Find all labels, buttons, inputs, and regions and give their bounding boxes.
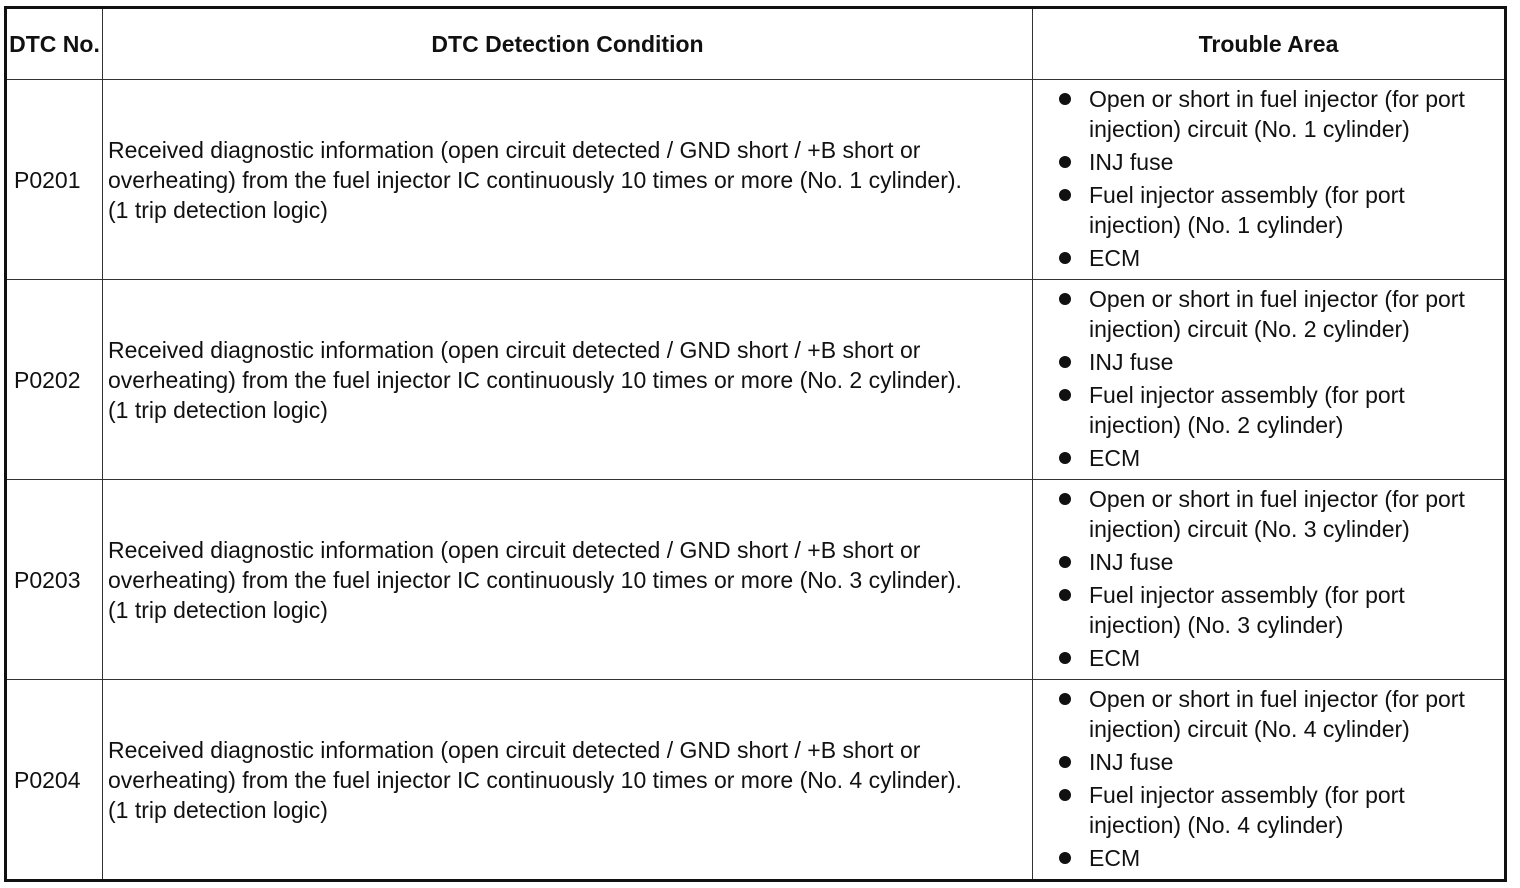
trouble-area-text: INJ fuse bbox=[1089, 549, 1174, 575]
detection-condition-cell: Received diagnostic information (open ci… bbox=[102, 279, 1033, 480]
detection-condition-cell: Received diagnostic information (open ci… bbox=[102, 479, 1033, 680]
trouble-area-text: ECM bbox=[1089, 445, 1141, 471]
dtc-table: DTC No. DTC Detection Condition Trouble … bbox=[4, 6, 1507, 882]
dtc-code: P0202 bbox=[5, 279, 103, 480]
trouble-area-item: ECM bbox=[1055, 643, 1500, 673]
trouble-area-text: Open or short in fuel injector (for port… bbox=[1089, 286, 1465, 342]
header-row: DTC No. DTC Detection Condition Trouble … bbox=[5, 7, 1506, 80]
bullet-icon bbox=[1059, 93, 1071, 105]
detection-condition-cell: Received diagnostic information (open ci… bbox=[102, 79, 1033, 280]
trouble-area-text: Open or short in fuel injector (for port… bbox=[1089, 486, 1465, 542]
bullet-icon bbox=[1059, 252, 1071, 264]
bullet-icon bbox=[1059, 452, 1071, 464]
trouble-area-item: ECM bbox=[1055, 843, 1500, 873]
trouble-area-text: ECM bbox=[1089, 245, 1141, 271]
bullet-icon bbox=[1059, 356, 1071, 368]
trouble-area-item: Fuel injector assembly (for port injecti… bbox=[1055, 180, 1500, 240]
trouble-area-text: ECM bbox=[1089, 845, 1141, 871]
trouble-area-item: ECM bbox=[1055, 443, 1500, 473]
trouble-area-item: INJ fuse bbox=[1055, 747, 1500, 777]
trouble-area-text: ECM bbox=[1089, 645, 1141, 671]
header-trouble-area: Trouble Area bbox=[1032, 7, 1506, 80]
trouble-area-text: Fuel injector assembly (for port injecti… bbox=[1089, 182, 1405, 238]
table-header: DTC No. DTC Detection Condition Trouble … bbox=[5, 7, 1506, 80]
trouble-area-list: Open or short in fuel injector (for port… bbox=[1055, 284, 1500, 473]
trouble-area-item: Open or short in fuel injector (for port… bbox=[1055, 684, 1500, 744]
bullet-icon bbox=[1059, 156, 1071, 168]
bullet-icon bbox=[1059, 756, 1071, 768]
trouble-area-text: INJ fuse bbox=[1089, 749, 1174, 775]
dtc-code: P0203 bbox=[5, 479, 103, 680]
trouble-area-text: INJ fuse bbox=[1089, 349, 1174, 375]
bullet-icon bbox=[1059, 789, 1071, 801]
detection-condition-text: (1 trip detection logic) bbox=[108, 796, 328, 823]
trouble-area-text: Open or short in fuel injector (for port… bbox=[1089, 86, 1465, 142]
trouble-area-text: Fuel injector assembly (for port injecti… bbox=[1089, 382, 1405, 438]
trouble-area-item: INJ fuse bbox=[1055, 347, 1500, 377]
trouble-area-item: Fuel injector assembly (for port injecti… bbox=[1055, 580, 1500, 640]
dtc-code: P0201 bbox=[5, 79, 103, 280]
detection-condition-text: Received diagnostic information (open ci… bbox=[108, 736, 962, 793]
bullet-icon bbox=[1059, 493, 1071, 505]
detection-condition-text: Received diagnostic information (open ci… bbox=[108, 536, 962, 593]
trouble-area-item: ECM bbox=[1055, 243, 1500, 273]
trouble-area-text: Fuel injector assembly (for port injecti… bbox=[1089, 782, 1405, 838]
trouble-area-item: Fuel injector assembly (for port injecti… bbox=[1055, 780, 1500, 840]
trouble-area-cell: Open or short in fuel injector (for port… bbox=[1032, 79, 1506, 280]
detection-condition-text: Received diagnostic information (open ci… bbox=[108, 336, 962, 393]
trouble-area-item: Fuel injector assembly (for port injecti… bbox=[1055, 380, 1500, 440]
header-dtc-no: DTC No. bbox=[5, 7, 103, 80]
bullet-icon bbox=[1059, 389, 1071, 401]
trouble-area-text: Open or short in fuel injector (for port… bbox=[1089, 686, 1465, 742]
detection-condition-text: (1 trip detection logic) bbox=[108, 396, 328, 423]
trouble-area-list: Open or short in fuel injector (for port… bbox=[1055, 84, 1500, 273]
bullet-icon bbox=[1059, 556, 1071, 568]
detection-condition-text: Received diagnostic information (open ci… bbox=[108, 136, 962, 193]
trouble-area-item: Open or short in fuel injector (for port… bbox=[1055, 484, 1500, 544]
dtc-code: P0204 bbox=[5, 679, 103, 881]
trouble-area-list: Open or short in fuel injector (for port… bbox=[1055, 684, 1500, 873]
detection-condition-cell: Received diagnostic information (open ci… bbox=[102, 679, 1033, 881]
detection-condition-text: (1 trip detection logic) bbox=[108, 596, 328, 623]
trouble-area-text: INJ fuse bbox=[1089, 149, 1174, 175]
bullet-icon bbox=[1059, 293, 1071, 305]
trouble-area-list: Open or short in fuel injector (for port… bbox=[1055, 484, 1500, 673]
detection-condition-text: (1 trip detection logic) bbox=[108, 196, 328, 223]
trouble-area-item: Open or short in fuel injector (for port… bbox=[1055, 84, 1500, 144]
trouble-area-item: INJ fuse bbox=[1055, 147, 1500, 177]
trouble-area-item: INJ fuse bbox=[1055, 547, 1500, 577]
bullet-icon bbox=[1059, 189, 1071, 201]
trouble-area-cell: Open or short in fuel injector (for port… bbox=[1032, 679, 1506, 881]
bullet-icon bbox=[1059, 589, 1071, 601]
trouble-area-text: Fuel injector assembly (for port injecti… bbox=[1089, 582, 1405, 638]
trouble-area-item: Open or short in fuel injector (for port… bbox=[1055, 284, 1500, 344]
header-detection-condition: DTC Detection Condition bbox=[102, 7, 1033, 80]
trouble-area-cell: Open or short in fuel injector (for port… bbox=[1032, 479, 1506, 680]
bullet-icon bbox=[1059, 652, 1071, 664]
trouble-area-cell: Open or short in fuel injector (for port… bbox=[1032, 279, 1506, 480]
bullet-icon bbox=[1059, 852, 1071, 864]
bullet-icon bbox=[1059, 693, 1071, 705]
